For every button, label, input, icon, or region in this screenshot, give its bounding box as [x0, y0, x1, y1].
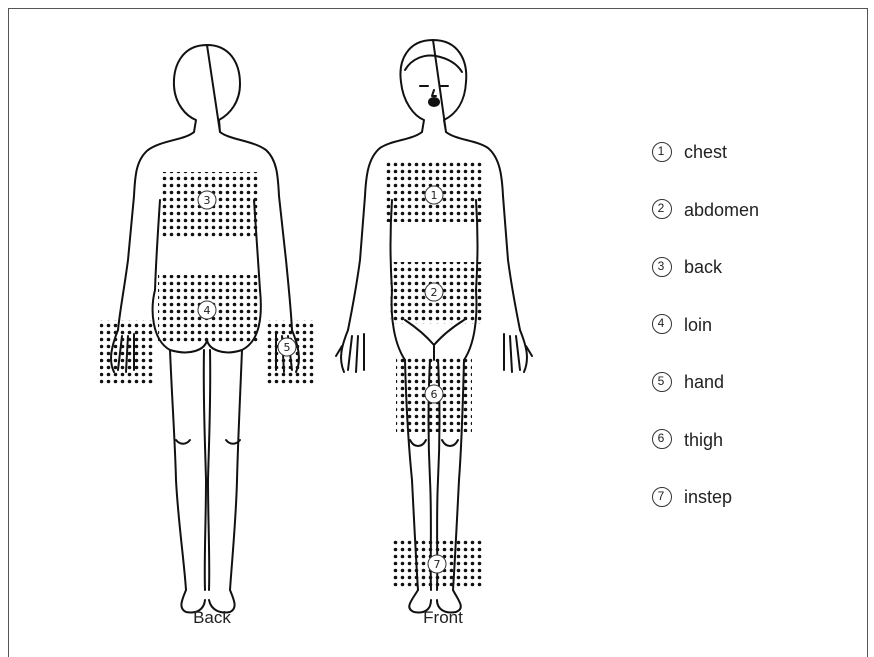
svg-text:4: 4	[204, 304, 211, 317]
front-dot-zones	[386, 160, 484, 588]
legend-label: thigh	[684, 430, 723, 451]
marker-abdomen: 2	[425, 283, 443, 301]
legend-item-chest: 1 chest	[652, 124, 759, 182]
marker-back: 3	[198, 191, 216, 209]
marker-chest: 1	[425, 186, 443, 204]
legend-number-7: 7	[652, 487, 674, 509]
svg-text:5: 5	[284, 341, 291, 354]
svg-text:1: 1	[431, 189, 438, 202]
front-figure	[336, 40, 532, 613]
svg-text:6: 6	[431, 388, 438, 401]
legend-label: chest	[684, 142, 727, 163]
legend-label: back	[684, 257, 722, 278]
caption-back: Back	[152, 608, 272, 628]
marker-loin: 4	[198, 301, 216, 319]
caption-front: Front	[383, 608, 503, 628]
legend-item-loin: 4 loin	[652, 297, 759, 355]
marker-hand: 5	[278, 338, 296, 356]
legend-item-instep: 7 instep	[652, 469, 759, 527]
legend-item-back: 3 back	[652, 239, 759, 297]
legend-label: instep	[684, 487, 732, 508]
legend-number-5: 5	[652, 372, 674, 394]
zone-hand-left	[100, 320, 154, 384]
legend-number-6: 6	[652, 429, 674, 451]
legend-label: abdomen	[684, 200, 759, 221]
legend-item-thigh: 6 thigh	[652, 412, 759, 470]
legend-item-abdomen: 2 abdomen	[652, 182, 759, 240]
legend-number-4: 4	[652, 314, 674, 336]
legend-label: hand	[684, 372, 724, 393]
svg-text:7: 7	[434, 558, 441, 571]
legend-item-hand: 5 hand	[652, 354, 759, 412]
svg-text:2: 2	[431, 286, 438, 299]
legend-number-3: 3	[652, 257, 674, 279]
marker-instep: 7	[428, 555, 446, 573]
legend-label: loin	[684, 315, 712, 336]
legend-number-1: 1	[652, 142, 674, 164]
legend: 1 chest 2 abdomen 3 back 4 loin 5 hand 6…	[652, 124, 759, 527]
legend-number-2: 2	[652, 199, 674, 221]
svg-text:3: 3	[204, 194, 211, 207]
marker-thigh: 6	[425, 385, 443, 403]
